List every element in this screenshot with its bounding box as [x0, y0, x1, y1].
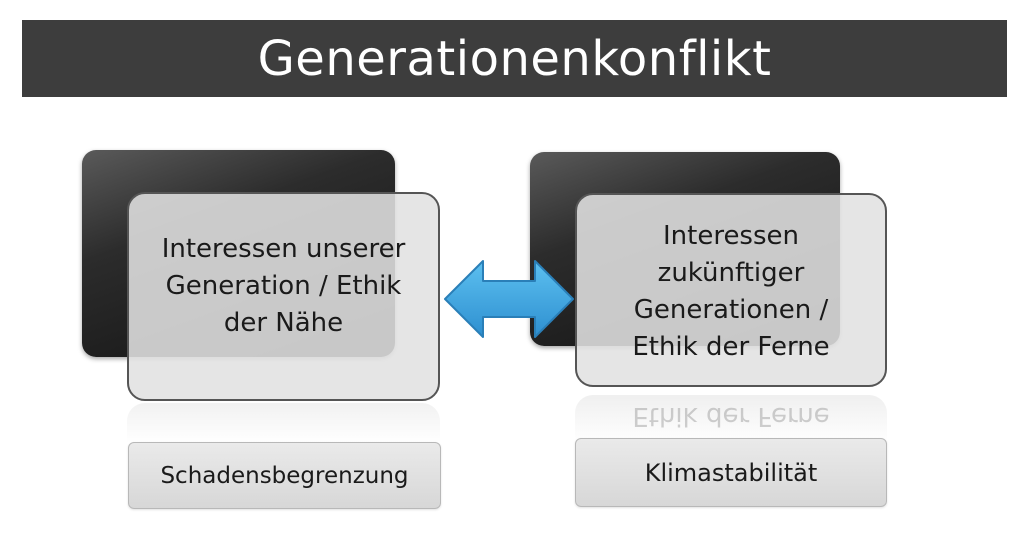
diagram-title: Generationenkonflikt: [257, 30, 772, 87]
right-panel-reflection: Ethik der Ferne: [575, 395, 887, 443]
right-outcome-box: Klimastabilität: [575, 438, 887, 507]
right-concept-card: Interessen zukünftiger Generationen / Et…: [575, 193, 887, 387]
left-panel-reflection: [127, 403, 440, 443]
title-bar: Generationenkonflikt: [22, 20, 1007, 97]
right-outcome-label: Klimastabilität: [644, 458, 818, 487]
left-concept-text: Interessen unserer Generation / Ethik de…: [161, 234, 406, 338]
left-outcome-label: Schadensbegrenzung: [160, 462, 409, 489]
left-outcome-box: Schadensbegrenzung: [128, 442, 441, 509]
double-headed-arrow-icon: [444, 260, 574, 338]
left-concept-card: Interessen unserer Generation / Ethik de…: [127, 192, 440, 401]
right-reflection-text: Ethik der Ferne: [632, 401, 830, 431]
right-concept-text: Interessen zukünftiger Generationen / Et…: [632, 221, 830, 362]
